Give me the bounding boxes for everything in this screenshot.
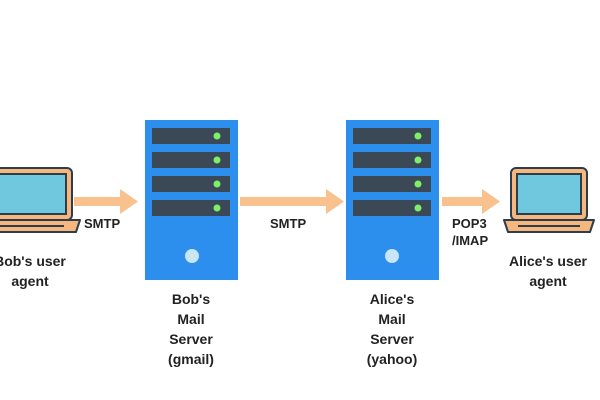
arrow-bob-server-to-alice-server — [240, 189, 344, 214]
arrow-bob-agent-to-bob-server — [74, 189, 138, 214]
edge-label-smtp-2: SMTP — [270, 216, 307, 231]
alice-laptop-icon — [503, 167, 595, 233]
arrow-alice-server-to-alice-agent — [442, 189, 500, 214]
bob-server-icon — [145, 120, 238, 280]
alice-server-icon — [346, 120, 439, 280]
node-label-alice-mail-server: Alice's Mail Server (yahoo) — [366, 291, 418, 367]
edge-label-smtp-1: SMTP — [84, 216, 121, 231]
bob-laptop-icon — [0, 167, 81, 233]
node-label-bob-mail-server: Bob's Mail Server (gmail) — [168, 291, 214, 367]
edge-label-pop3-imap: POP3 /IMAP — [452, 216, 489, 248]
node-label-bob-user-agent: Bob's user agent — [0, 253, 66, 289]
node-label-alice-user-agent: Alice's user agent — [508, 253, 588, 289]
